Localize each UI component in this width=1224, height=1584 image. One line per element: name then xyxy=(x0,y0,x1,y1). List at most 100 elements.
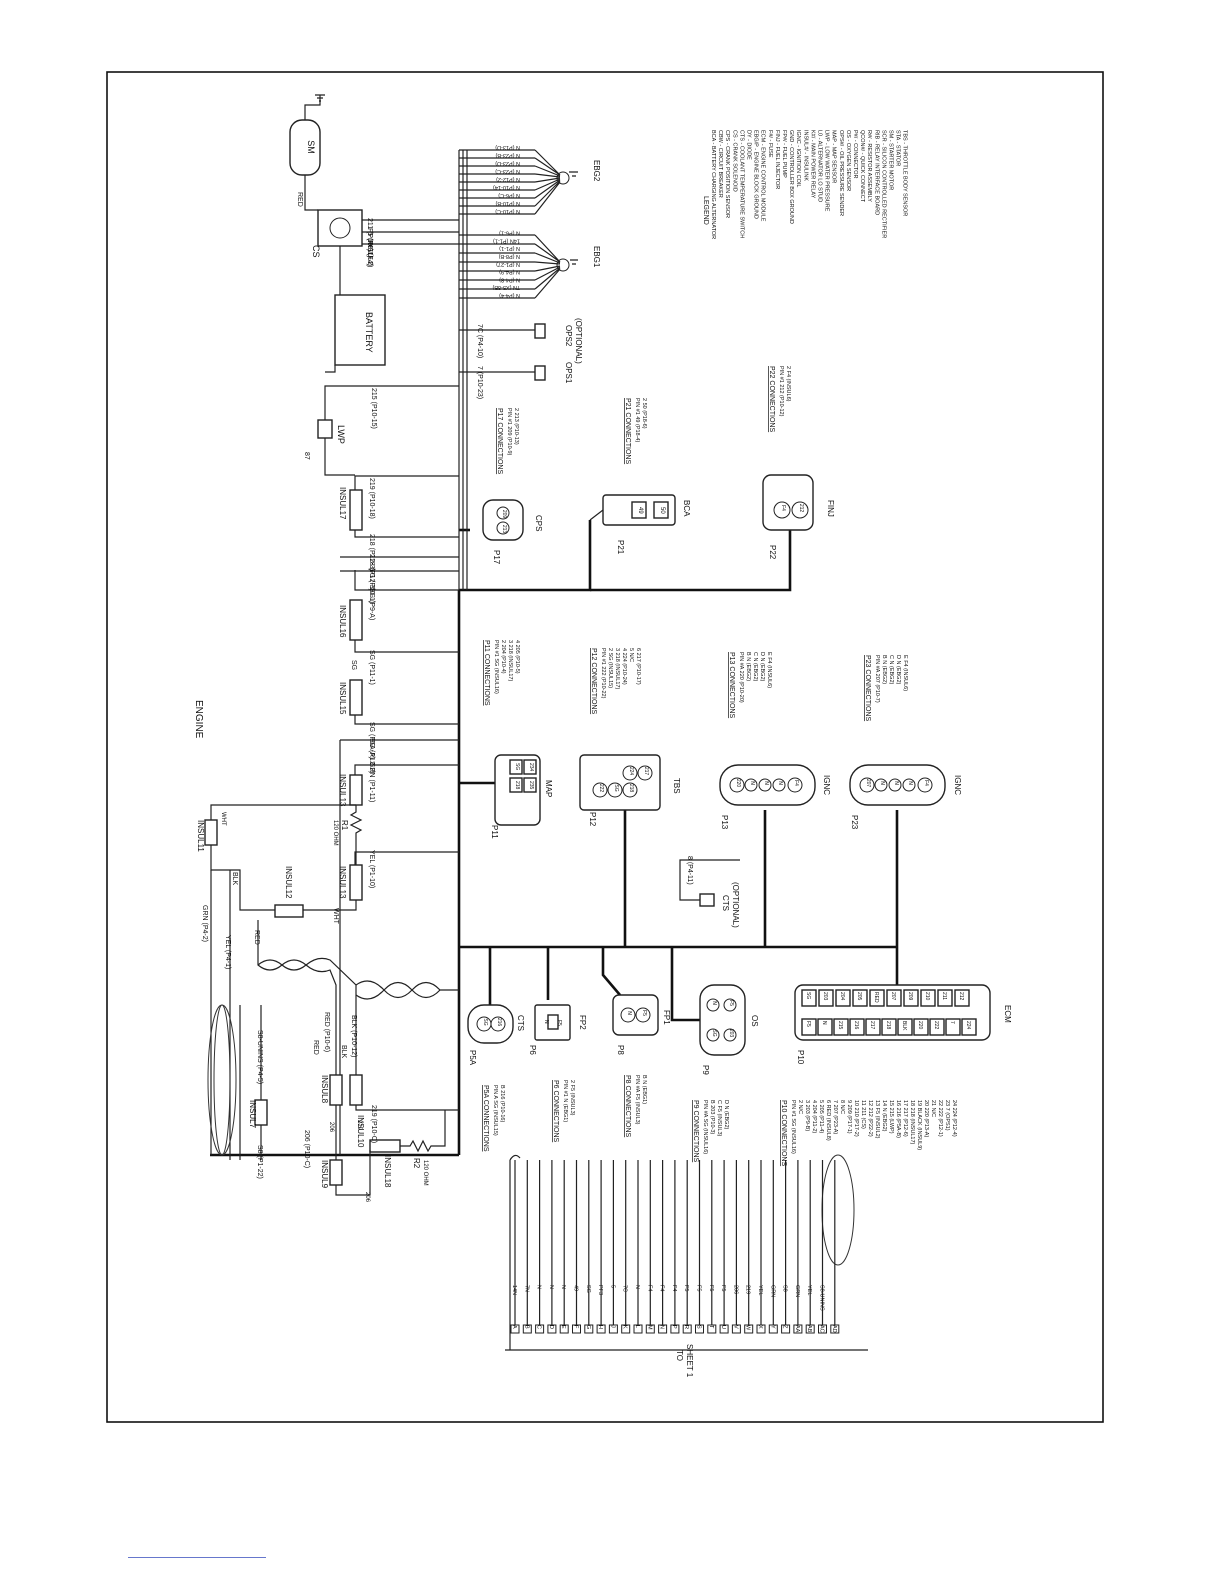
p9-table-row: PIN #A SG (INSUL16) xyxy=(702,1100,708,1154)
ebg1-wire-labels: N (P4-4)7N (X5-8B)N (P4-8)N (P4-9)N (P1-… xyxy=(492,230,520,298)
p5a-label: P5A xyxy=(468,1050,477,1066)
p23-table-row: E F4 (INSUL6) xyxy=(902,655,908,691)
main-harness xyxy=(210,509,899,1157)
ebg2-wire-label: N (P23-D) xyxy=(495,160,520,166)
p10-table-row: PIN #1 SG (INSUL16) xyxy=(790,1100,796,1154)
p10-pin-cell xyxy=(945,1018,961,1036)
p9-pin-a: SG xyxy=(711,1029,717,1036)
terminal-wire-label: SG xyxy=(585,1285,591,1293)
legend-item: L0 - ALTERNATOR LO STUD xyxy=(817,130,823,202)
p10-pin-cell xyxy=(913,1018,929,1036)
red-wire-label: RED xyxy=(253,930,260,945)
ebg1-wire-label: N (P8-B) xyxy=(498,253,520,259)
ecm-label: ECM xyxy=(1003,1005,1012,1023)
terminal-pin xyxy=(830,1324,840,1334)
terminal-letter: H xyxy=(597,1325,603,1329)
p22-connector: F4 212 P22 FINJ xyxy=(762,474,835,560)
cps-label: CPS xyxy=(534,515,543,531)
w218-p12-label: 218 (P12-3) xyxy=(368,534,375,571)
terminal-pin xyxy=(744,1324,754,1334)
terminal-letter: R xyxy=(683,1325,689,1329)
terminal-letter: W xyxy=(745,1325,751,1331)
legend-title: LEGEND xyxy=(702,196,709,225)
lwp-215-label: 215 (P10-15) xyxy=(370,388,377,429)
upper-wire-bundle xyxy=(324,149,535,1155)
s8-p1-label: S8 (P1-22) xyxy=(256,1145,263,1179)
p23-table-row: PIN #A 207 (P10-7) xyxy=(874,655,880,703)
legend-item: F#/ - FUSE xyxy=(767,130,773,158)
yel-p1-label: YEL (P1-10) xyxy=(368,850,375,888)
legend-item: MAP - MAP SENSOR xyxy=(831,130,837,183)
terminal-letter: X xyxy=(757,1325,763,1329)
p9-pin-b: 203 xyxy=(728,1029,734,1038)
p10-pin-cell xyxy=(937,989,953,1007)
p10-table-row: 15 215 (LWP) xyxy=(888,1100,894,1134)
battery-label: BATTERY xyxy=(364,312,374,353)
terminal-wire-label: 206 xyxy=(732,1285,738,1294)
insul15 xyxy=(349,679,363,716)
p10-pin-cell xyxy=(817,1018,833,1036)
p10-label: P10 xyxy=(796,1050,805,1065)
p10-table-row: 11 211 (CS) xyxy=(860,1100,866,1129)
p10-pin-cell xyxy=(801,1018,817,1036)
w206c-label: 206 xyxy=(364,1192,370,1203)
p13-pin-d: N xyxy=(777,781,783,785)
terminal-pin xyxy=(645,1324,655,1334)
p11-label: P11 xyxy=(490,825,499,839)
terminal-wire-label: 14N xyxy=(511,1285,517,1295)
legend-item: BCA - BATTERY CHARGING ALTERNATOR xyxy=(710,130,716,239)
p8-table-row: B N (EBG1) xyxy=(641,1075,647,1104)
insul16 xyxy=(349,599,363,641)
sg-p5a-label: SG (P5A-A) xyxy=(368,722,375,759)
terminal-pin xyxy=(707,1324,717,1334)
p21-table-title: P21 CONNECTIONS xyxy=(624,398,631,464)
terminal-letter: N xyxy=(659,1325,665,1329)
p10-pin-top: 205 xyxy=(856,992,862,1001)
p21-pin-1: 49 xyxy=(637,507,643,514)
wht-wire-label: WHT xyxy=(332,908,339,925)
terminal-wire-label: 7C xyxy=(622,1285,628,1292)
legend-item: INSUL#/ - INSULINK xyxy=(802,130,808,181)
fp2-label: FP2 xyxy=(578,1015,587,1030)
terminal-pin xyxy=(768,1324,778,1334)
diagram-border xyxy=(106,71,1104,1423)
terminal-labels: A14NB7NCNDNENF49GSGHPF3J5K7CLNMF4NF4PF4R… xyxy=(510,1285,840,1334)
terminal-wire-label: PF3 xyxy=(597,1285,603,1295)
r1-resistor xyxy=(349,805,363,865)
p10-pin-cell xyxy=(929,1018,945,1036)
terminal-letter: S xyxy=(696,1325,702,1329)
insul10 xyxy=(329,1159,343,1186)
p13-pin-c: N xyxy=(763,781,769,785)
terminal-wire-label: N xyxy=(536,1285,542,1289)
p10-table-row: 22 222 (P12-1) xyxy=(937,1100,943,1137)
terminal-letter: Z xyxy=(782,1325,788,1329)
p8-label: P8 xyxy=(616,1045,625,1055)
resistors: R1 120 OHM R2 120 OHM xyxy=(332,805,440,1186)
ops1-label: OPS1 xyxy=(564,362,573,384)
legend-item: FP#/ - FUEL PUMP xyxy=(781,130,787,178)
legend-item: FINJ - FUEL INJECTOR xyxy=(774,130,780,189)
grn-p1-label: GRN (P1-11) xyxy=(368,762,375,802)
terminal-pin xyxy=(633,1324,643,1334)
terminal-wire-label: N xyxy=(548,1285,554,1289)
terminal-wire-label: F4 xyxy=(646,1285,652,1291)
terminal-pin xyxy=(584,1324,594,1334)
legend-item: CPS - CRANK POSITION SENSOR xyxy=(724,130,730,218)
p21-connector: 49 50 P21 BCA xyxy=(602,494,691,555)
terminal-pin xyxy=(547,1324,557,1334)
terminal-wire-label: 7N xyxy=(523,1285,529,1292)
p8-table-row: PIN #A F5 (INSUL3) xyxy=(634,1075,640,1125)
blk-b-label: BLK xyxy=(340,1045,347,1059)
terminal-letter: A xyxy=(511,1325,517,1329)
p9-label: P9 xyxy=(701,1065,710,1075)
legend-item: OPS#/ - OIL PRESSURE SENDER xyxy=(838,130,844,216)
terminal-pin xyxy=(572,1324,581,1334)
p10-table-row: 6 RED (INSUL8) xyxy=(825,1100,831,1141)
p8-table-title: P8 CONNECTIONS xyxy=(624,1075,631,1138)
p10-pin-cell xyxy=(833,1018,849,1036)
p10-pin-cell xyxy=(869,989,885,1007)
insul11-label: INSUL11 xyxy=(196,820,205,852)
p23-table-row: C N (EBG2) xyxy=(888,655,894,685)
